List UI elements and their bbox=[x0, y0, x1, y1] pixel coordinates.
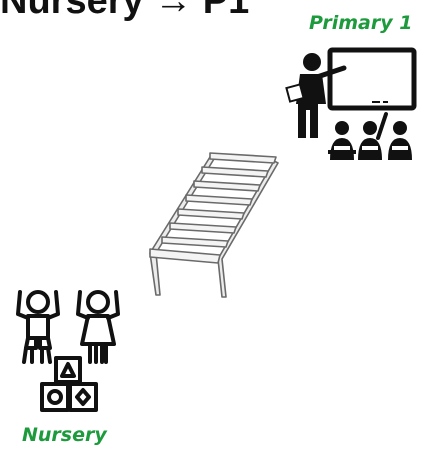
staircase-icon bbox=[140, 145, 290, 305]
cropped-heading: Nursery → P1 bbox=[0, 0, 249, 23]
nursery-label: Nursery bbox=[22, 424, 107, 446]
teacher-classroom-icon bbox=[282, 42, 422, 162]
primary-1-label: Primary 1 bbox=[309, 12, 412, 34]
children-with-toy-blocks-icon bbox=[10, 288, 140, 416]
